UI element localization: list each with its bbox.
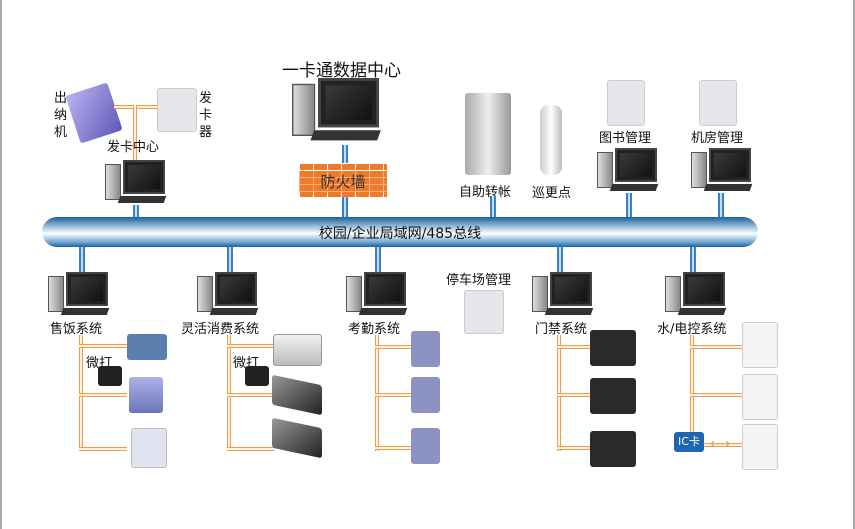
library-computer	[597, 148, 667, 194]
wire	[227, 447, 275, 451]
wire	[375, 446, 411, 450]
wire	[690, 345, 742, 349]
wire	[557, 393, 593, 397]
data-center-title: 一卡通数据中心	[282, 61, 401, 81]
link-line	[375, 247, 381, 272]
utility-computer	[665, 272, 735, 318]
network-bus: 校园/企业局域网/485总线	[42, 217, 758, 247]
access-computer	[532, 272, 602, 318]
link-line	[227, 247, 233, 272]
self-service-label: 自助转帐	[459, 185, 512, 200]
ic-card: IC卡	[674, 432, 704, 452]
parking-label: 停车场管理	[446, 273, 512, 288]
attendance-terminal	[411, 331, 440, 367]
library-device	[607, 80, 645, 126]
attendance-terminal	[411, 428, 440, 464]
card-reader	[272, 374, 322, 416]
wire	[690, 335, 694, 447]
canteen-label: 售饭系统	[50, 322, 103, 337]
atm-device	[465, 93, 511, 175]
patrol-label: 巡更点	[532, 186, 572, 201]
printer-device	[98, 366, 122, 386]
access-controller	[590, 378, 636, 414]
flex-computer	[197, 272, 267, 318]
flex-label: 灵活消费系统	[181, 322, 260, 337]
utility-meter	[742, 374, 778, 420]
access-controller	[590, 330, 636, 366]
cashier-label: 出纳机	[54, 91, 68, 140]
wire	[557, 345, 593, 349]
access-label: 门禁系统	[535, 322, 588, 337]
attendance-terminal	[411, 377, 440, 413]
utility-meter	[742, 424, 778, 470]
data-center-computer	[292, 78, 394, 145]
attendance-computer	[346, 272, 416, 318]
wire	[79, 393, 127, 397]
patrol-device	[540, 105, 562, 175]
link-line	[133, 205, 139, 217]
wire	[557, 446, 593, 450]
access-controller	[590, 431, 636, 467]
wire	[227, 393, 275, 397]
pos-terminal	[273, 334, 322, 366]
wire	[375, 393, 411, 397]
wire	[79, 447, 127, 451]
attendance-label: 考勤系统	[348, 322, 401, 337]
bus-label: 校园/企业局域网/485总线	[318, 226, 482, 242]
utility-meter	[742, 322, 778, 368]
link-line	[718, 193, 724, 217]
wire	[375, 345, 411, 349]
firewall: 防火墙	[299, 163, 387, 197]
cashier-device	[65, 82, 123, 144]
issuing-center-label: 发卡中心	[107, 140, 160, 155]
link-line	[690, 247, 696, 272]
pos-terminal	[127, 334, 167, 360]
wire	[690, 443, 742, 447]
link-line	[557, 247, 563, 272]
wire	[79, 344, 127, 348]
machine-room-computer	[691, 148, 761, 194]
firewall-label: 防火墙	[299, 171, 387, 192]
bidirectional-arrow-icon: ⟷	[710, 436, 731, 452]
printer-device	[245, 366, 269, 386]
machine-room-device	[699, 80, 737, 126]
issuing-center-computer	[105, 160, 175, 206]
card-terminal	[131, 428, 167, 468]
library-label: 图书管理	[599, 131, 652, 146]
link-line	[79, 247, 85, 272]
utility-label: 水/电控系统	[657, 322, 727, 337]
wire	[227, 344, 275, 348]
link-line	[626, 193, 632, 217]
wire	[690, 393, 742, 397]
canteen-computer	[48, 272, 118, 318]
consumption-terminal	[129, 377, 163, 413]
link-line	[490, 196, 496, 217]
card-reader	[272, 417, 322, 459]
parking-device	[464, 290, 504, 334]
card-issuer-label: 发卡器	[199, 91, 213, 140]
card-issuer-device	[157, 88, 197, 132]
wire	[133, 105, 137, 163]
machine-room-label: 机房管理	[691, 131, 744, 146]
